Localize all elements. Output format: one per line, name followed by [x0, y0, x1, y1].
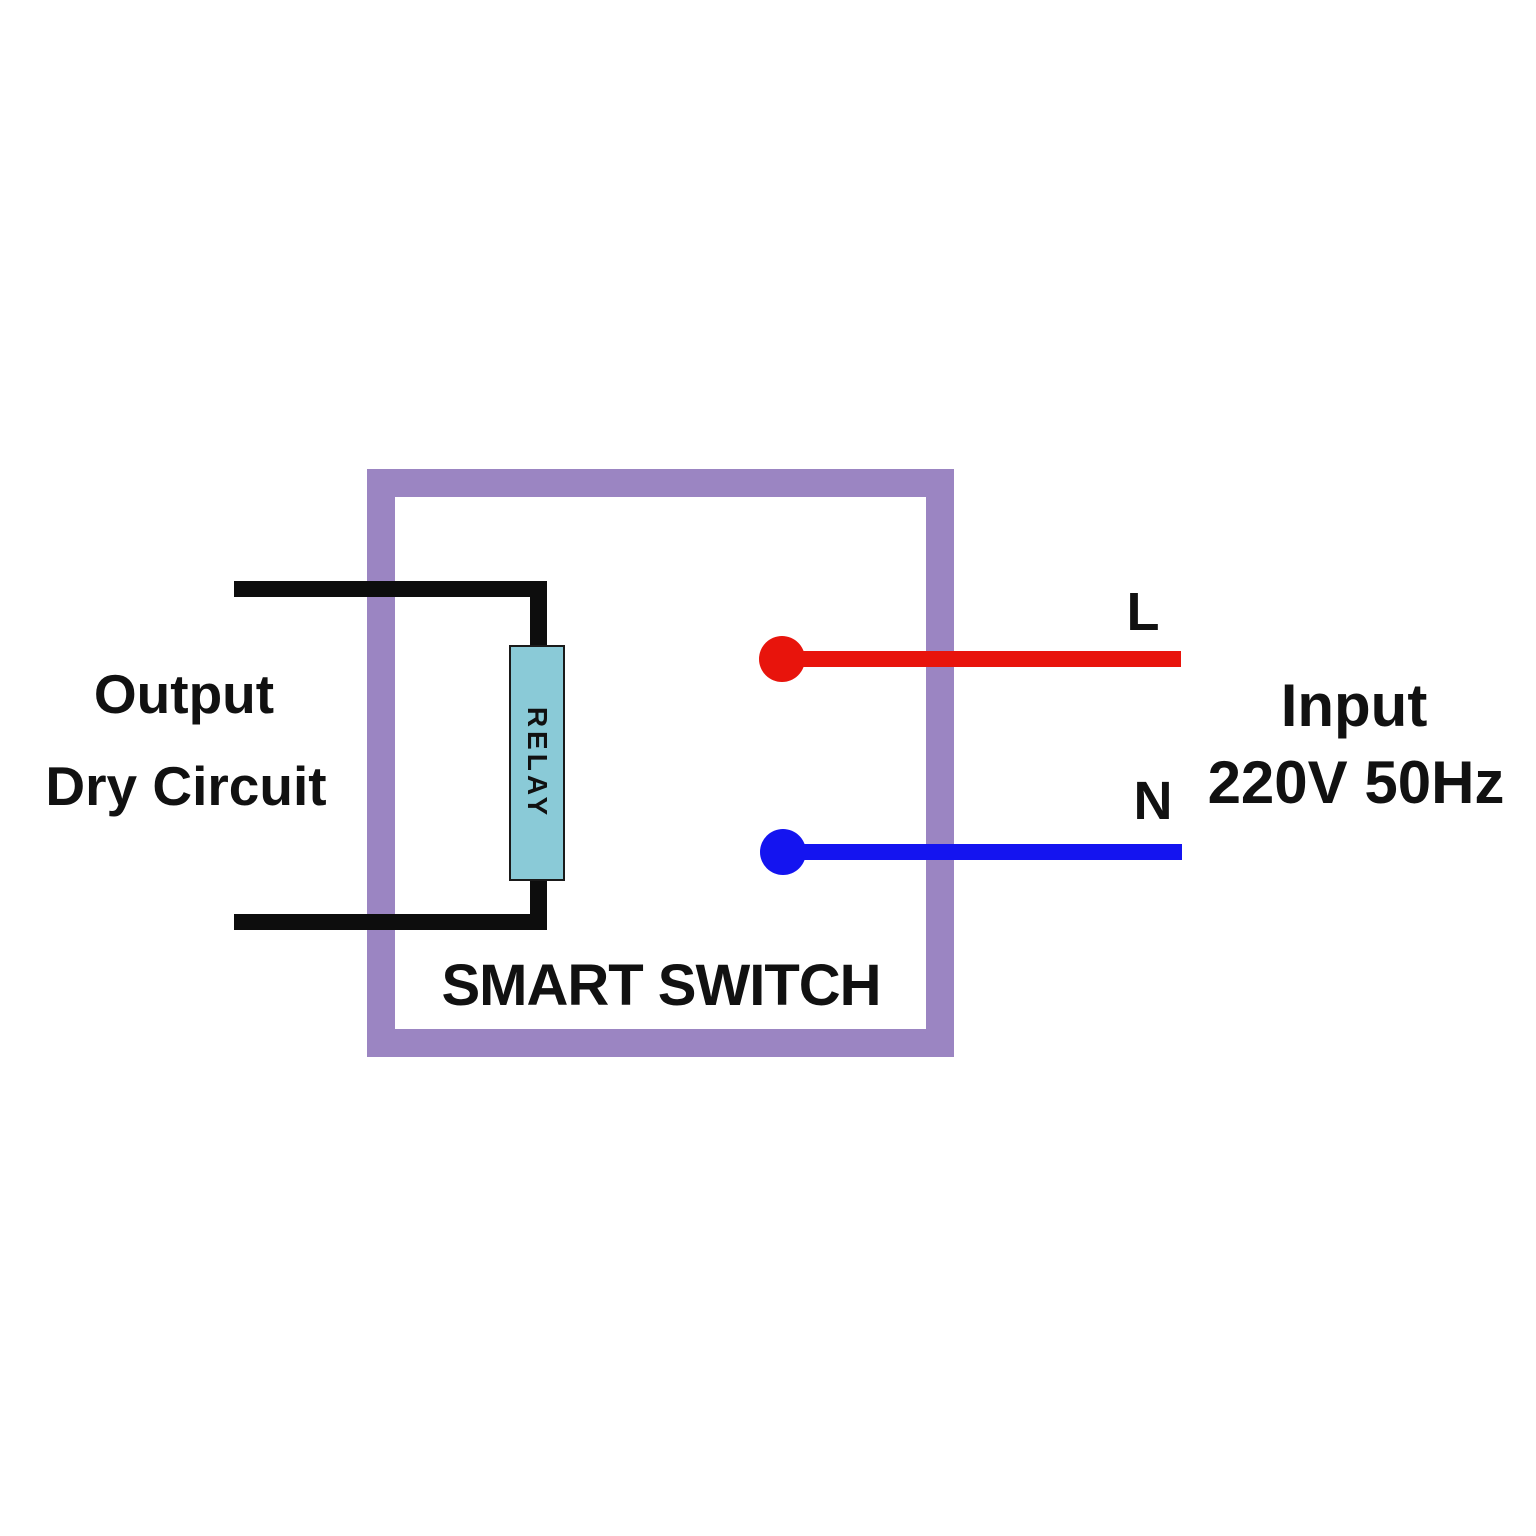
neutral-terminal-dot	[760, 829, 806, 875]
relay-box: RELAY	[509, 645, 565, 881]
live-label: L	[1126, 582, 1160, 642]
voltage-label: 220V 50Hz	[1207, 749, 1505, 816]
output-label: Output	[93, 663, 275, 725]
relay-label: RELAY	[522, 706, 554, 820]
neutral-wire	[783, 844, 1182, 860]
input-label: Input	[1280, 672, 1428, 739]
neutral-label: N	[1133, 771, 1173, 831]
output-wire-bottom-riser	[530, 872, 547, 930]
dry-circuit-label: Dry Circuit	[45, 755, 327, 817]
live-terminal-dot	[759, 636, 805, 682]
output-wire-top-riser	[530, 581, 547, 653]
smart-switch-box	[367, 469, 954, 1057]
live-wire	[782, 651, 1181, 667]
smart-switch-label: SMART SWITCH	[441, 953, 881, 1018]
output-wire-top	[234, 581, 547, 597]
output-wire-bottom	[234, 914, 547, 930]
